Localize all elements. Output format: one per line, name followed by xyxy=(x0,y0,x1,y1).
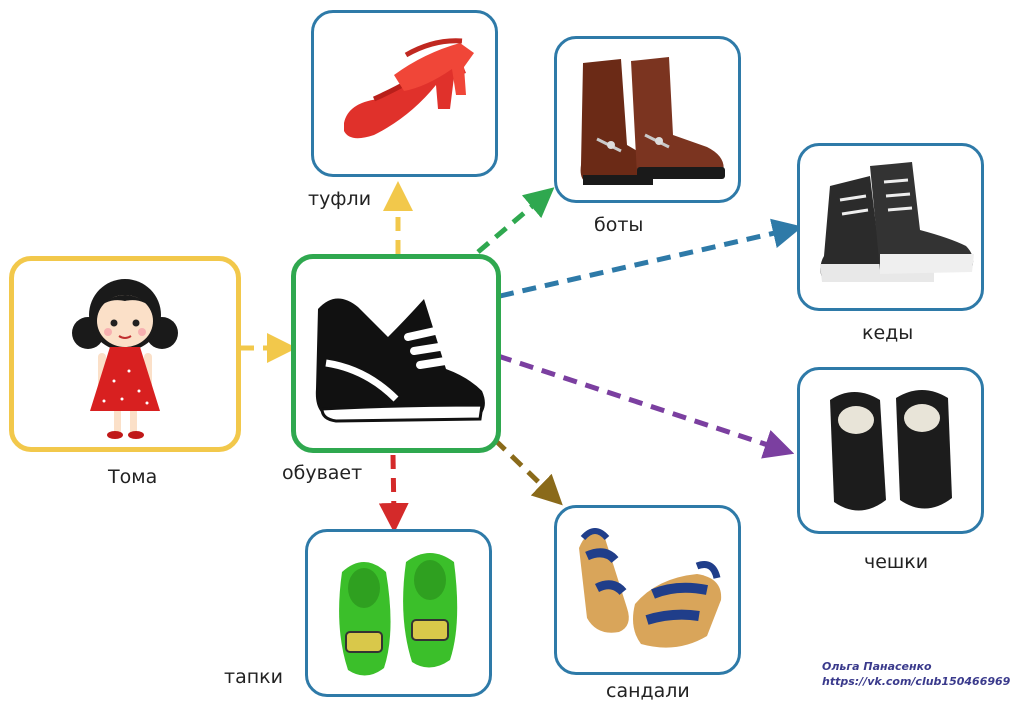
item-label-tufli: туфли xyxy=(308,188,372,210)
boot-icon xyxy=(580,57,725,185)
sneaker-icon xyxy=(315,298,485,423)
converse-sneaker-icon xyxy=(820,162,974,282)
subject-card xyxy=(9,256,241,452)
item-label-boty: боты xyxy=(594,214,644,236)
item-card-tapki xyxy=(305,529,492,697)
item-label-cheshki: чешки xyxy=(864,551,929,573)
item-card-cheshki xyxy=(797,367,984,534)
item-card-kedy xyxy=(797,143,984,311)
credit-author: Ольга Панасенко xyxy=(822,660,932,673)
subject-label: Тома xyxy=(108,466,158,488)
arrow-to-sandali xyxy=(493,438,563,506)
arrow-to-kedy xyxy=(499,218,803,299)
verb-card xyxy=(291,254,501,453)
arrow-to-cheshki xyxy=(497,353,795,459)
item-card-tufli xyxy=(311,10,498,177)
item-card-boty xyxy=(554,36,741,203)
ballet-slipper-icon xyxy=(830,390,952,511)
credit: Ольга Панасенко https://vk.com/club15046… xyxy=(822,659,1010,689)
credit-url[interactable]: https://vk.com/club150466969 xyxy=(822,675,1011,688)
red-shoe-icon xyxy=(344,38,474,139)
arrow-to-tapki xyxy=(378,454,409,533)
girl-icon xyxy=(72,279,178,439)
item-label-sandali: сандали xyxy=(606,680,690,702)
item-label-tapki: тапки xyxy=(224,666,283,688)
item-card-sandali xyxy=(554,505,741,675)
sandal-icon xyxy=(579,528,722,648)
slipper-icon xyxy=(339,553,458,676)
verb-label: обувает xyxy=(282,462,363,484)
arrow-to-boty xyxy=(476,187,555,254)
item-label-kedy: кеды xyxy=(862,322,914,344)
